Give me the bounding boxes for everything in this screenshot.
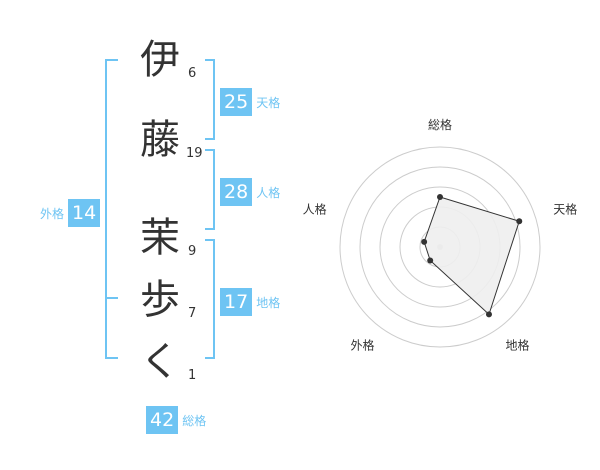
- stroke-count-1: 6: [188, 66, 197, 81]
- radar-axis-label-2: 天格: [553, 201, 577, 216]
- soukaku-label: 総格: [182, 413, 207, 428]
- chikaku-badge: 17 地格: [220, 288, 280, 316]
- chikaku-label: 地格: [256, 295, 281, 310]
- soukaku-value: 42: [146, 406, 179, 434]
- name-char-4: 歩: [140, 277, 180, 323]
- stroke-count-3: 9: [188, 244, 197, 259]
- name-char-2: 藤: [140, 117, 180, 163]
- name-char-1: 伊: [140, 37, 180, 83]
- radar-point-5: [421, 238, 428, 245]
- radar-point-1: [437, 194, 443, 200]
- gaikaku-label: 外格: [40, 206, 65, 221]
- bracket-lines: [105, 59, 215, 359]
- tenkaku-badge: 25 天格: [220, 88, 280, 116]
- chikaku-value: 17: [220, 288, 253, 316]
- radar-point-2: [516, 218, 523, 225]
- soukaku-badge: 42 総格: [146, 406, 206, 434]
- stroke-count-4: 7: [188, 306, 197, 321]
- radar-ring-4: [359, 166, 521, 328]
- gaikaku-badge: 14 外格: [40, 199, 101, 227]
- jinkaku-bracket: [205, 149, 215, 230]
- radar-ring-5: [339, 146, 541, 348]
- jinkaku-label: 人格: [256, 185, 281, 200]
- gaikaku-value: 14: [68, 199, 101, 227]
- stroke-count-5: 1: [188, 368, 197, 383]
- radar-axis-label-1: 総格: [428, 117, 452, 132]
- chikaku-bracket: [205, 239, 215, 359]
- jinkaku-badge: 28 人格: [220, 178, 280, 206]
- radar-point-4: [427, 257, 434, 264]
- gaikaku-bracket: [105, 59, 118, 359]
- name-char-5: く: [140, 339, 180, 385]
- radar-point-3: [485, 311, 492, 318]
- tenkaku-value: 25: [220, 88, 253, 116]
- radar-axis-label-4: 外格: [351, 338, 375, 353]
- tenkaku-bracket: [205, 59, 215, 140]
- radar-polygon: [423, 196, 520, 316]
- jinkaku-value: 28: [220, 178, 253, 206]
- tenkaku-label: 天格: [256, 95, 281, 110]
- name-char-3: 茉: [140, 215, 180, 261]
- radar-axis-label-3: 地格: [505, 338, 529, 353]
- stroke-count-2: 19: [186, 146, 203, 161]
- radar-axis-label-5: 人格: [303, 201, 327, 216]
